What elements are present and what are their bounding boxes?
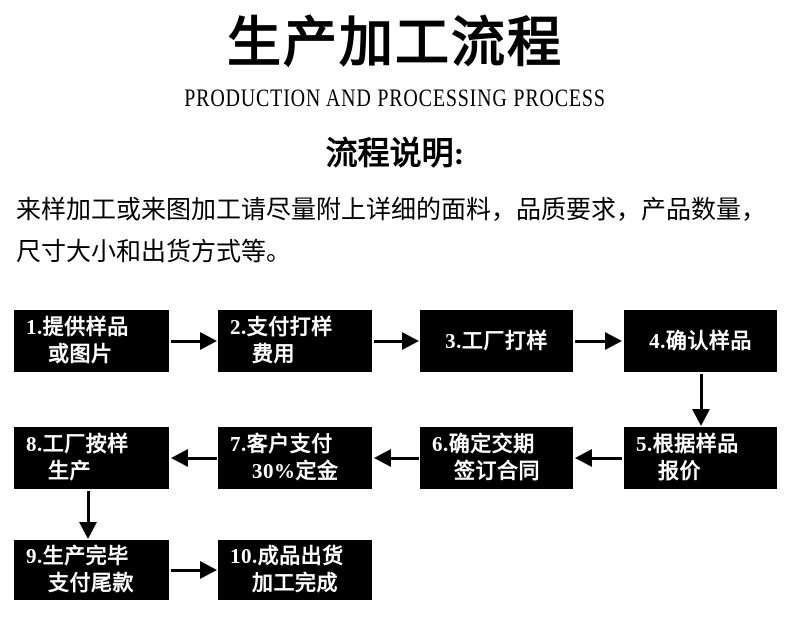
flow-step-10-line-2: 加工完成 (252, 571, 338, 595)
flow-step-5[interactable]: 5.根据样品 报价 (624, 427, 777, 489)
arrow-step8-to-step9 (79, 491, 97, 539)
process-description-text: 来样加工或来图加工请尽量附上详细的面料，品质要求，产品数量，尺寸大小和出货方式等… (16, 197, 767, 266)
flow-step-10[interactable]: 10.成品出货 加工完成 (218, 540, 372, 600)
flow-step-2-line-2: 费用 (252, 342, 295, 366)
flow-step-8-line-1: 8.工厂按样 (26, 432, 129, 456)
arrow-step9-to-step10 (171, 561, 217, 579)
flow-step-10-line-1: 10.成品出货 (230, 544, 344, 568)
flow-step-4[interactable]: 4.确认样品 (624, 310, 777, 372)
flow-step-7-line-1: 7.客户支付 (230, 432, 333, 456)
flow-step-8[interactable]: 8.工厂按样 生产 (14, 427, 169, 489)
flow-step-7[interactable]: 7.客户支付 30%定金 (218, 427, 372, 489)
arrow-step5-to-step6 (575, 449, 622, 467)
arrow-step2-to-step3 (374, 332, 419, 350)
flow-step-7-line-2: 30%定金 (252, 459, 339, 483)
arrow-step6-to-step7 (374, 449, 419, 467)
arrow-step1-to-step2 (171, 332, 217, 350)
flow-step-2[interactable]: 2.支付打样 费用 (218, 310, 372, 372)
flow-step-4-line-1: 4.确认样品 (649, 328, 752, 353)
flow-step-5-line-2: 报价 (658, 459, 701, 483)
page-subtitle-english: PRODUCTION AND PROCESSING PROCESS (184, 85, 606, 112)
flow-step-9[interactable]: 9.生产完毕 支付尾款 (14, 540, 169, 600)
flow-step-6-line-2: 签订合同 (454, 459, 540, 483)
page-title: 生产加工流程 (227, 13, 563, 73)
flow-step-3-line-1: 3.工厂打样 (445, 328, 548, 353)
flow-step-3[interactable]: 3.工厂打样 (420, 310, 573, 372)
flow-step-9-line-2: 支付尾款 (48, 571, 134, 595)
flow-step-6-line-1: 6.确定交期 (432, 432, 535, 456)
flow-step-9-line-1: 9.生产完毕 (26, 544, 129, 568)
flow-step-6[interactable]: 6.确定交期 签订合同 (420, 427, 573, 489)
flow-step-1-line-1: 1.提供样品 (26, 315, 129, 339)
flow-step-1-line-2: 或图片 (48, 342, 113, 366)
arrow-step4-to-step5 (692, 374, 710, 426)
section-heading-process-description: 流程说明: (325, 135, 465, 171)
arrow-step7-to-step8 (171, 449, 217, 467)
flow-step-1[interactable]: 1.提供样品 或图片 (14, 310, 169, 372)
arrow-step3-to-step4 (575, 332, 622, 350)
flow-step-8-line-2: 生产 (48, 459, 91, 483)
flow-step-2-line-1: 2.支付打样 (230, 315, 333, 339)
flow-step-5-line-1: 5.根据样品 (636, 432, 739, 456)
